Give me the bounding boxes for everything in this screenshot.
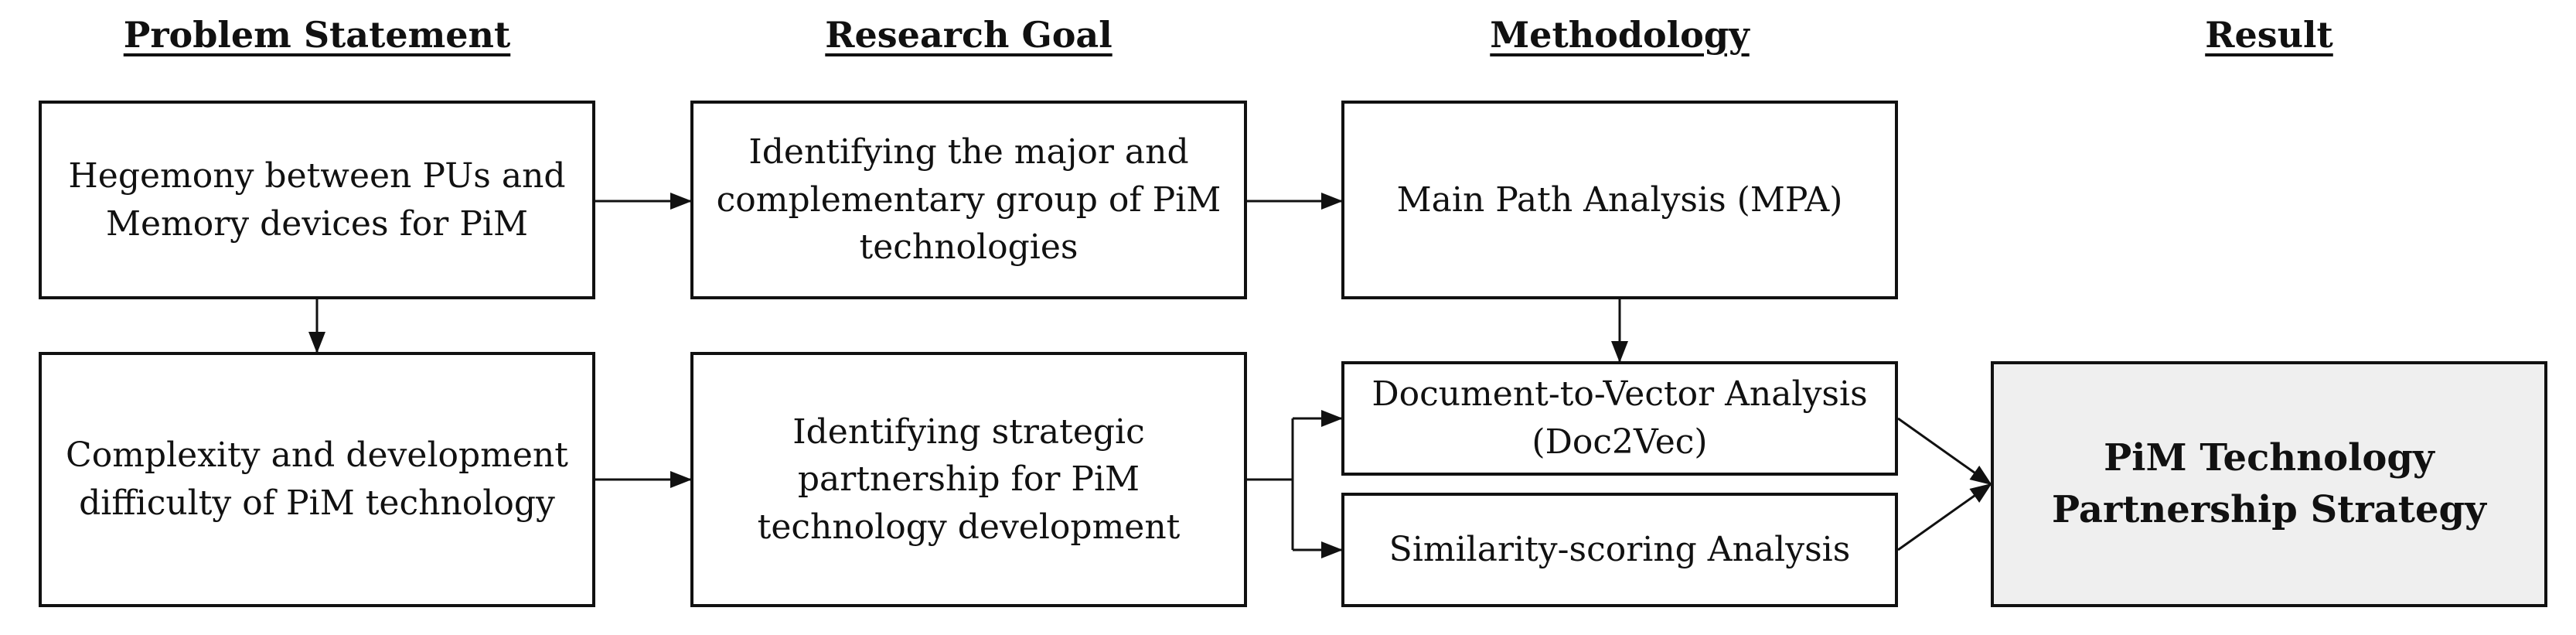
box-doc2vec: Document-to-Vector Analysis (Doc2Vec) bbox=[1341, 361, 1898, 476]
box-doc2vec-text: Document-to-Vector Analysis (Doc2Vec) bbox=[1371, 374, 1868, 462]
box-identify-partnership-text: Identifying strategic partnership for Pi… bbox=[757, 411, 1181, 547]
box-similarity-text: Similarity-scoring Analysis bbox=[1389, 530, 1851, 570]
box-result-text: PiM Technology Partnership Strategy bbox=[2052, 435, 2486, 531]
box-identify-group: Identifying the major and complementary … bbox=[690, 101, 1247, 299]
box-identify-partnership: Identifying strategic partnership for Pi… bbox=[690, 352, 1247, 607]
header-result: Result bbox=[2205, 14, 2333, 56]
arrow-doc2vec-to-result bbox=[1897, 417, 1992, 486]
header-research-goal: Research Goal bbox=[825, 14, 1113, 56]
header-methodology: Methodology bbox=[1490, 14, 1750, 56]
box-hegemony: Hegemony between PUs and Memory devices … bbox=[39, 101, 595, 299]
box-complexity-text: Complexity and development difficulty of… bbox=[66, 435, 568, 523]
box-similarity: Similarity-scoring Analysis bbox=[1341, 493, 1898, 607]
box-complexity: Complexity and development difficulty of… bbox=[39, 352, 595, 607]
box-identify-group-text: Identifying the major and complementary … bbox=[716, 132, 1222, 268]
box-mpa-text: Main Path Analysis (MPA) bbox=[1396, 179, 1843, 220]
box-mpa: Main Path Analysis (MPA) bbox=[1341, 101, 1898, 299]
header-problem-statement: Problem Statement bbox=[123, 14, 511, 56]
arrow-similarity-to-result bbox=[1897, 483, 1992, 551]
box-result: PiM Technology Partnership Strategy bbox=[1991, 361, 2547, 607]
box-hegemony-text: Hegemony between PUs and Memory devices … bbox=[68, 155, 566, 244]
